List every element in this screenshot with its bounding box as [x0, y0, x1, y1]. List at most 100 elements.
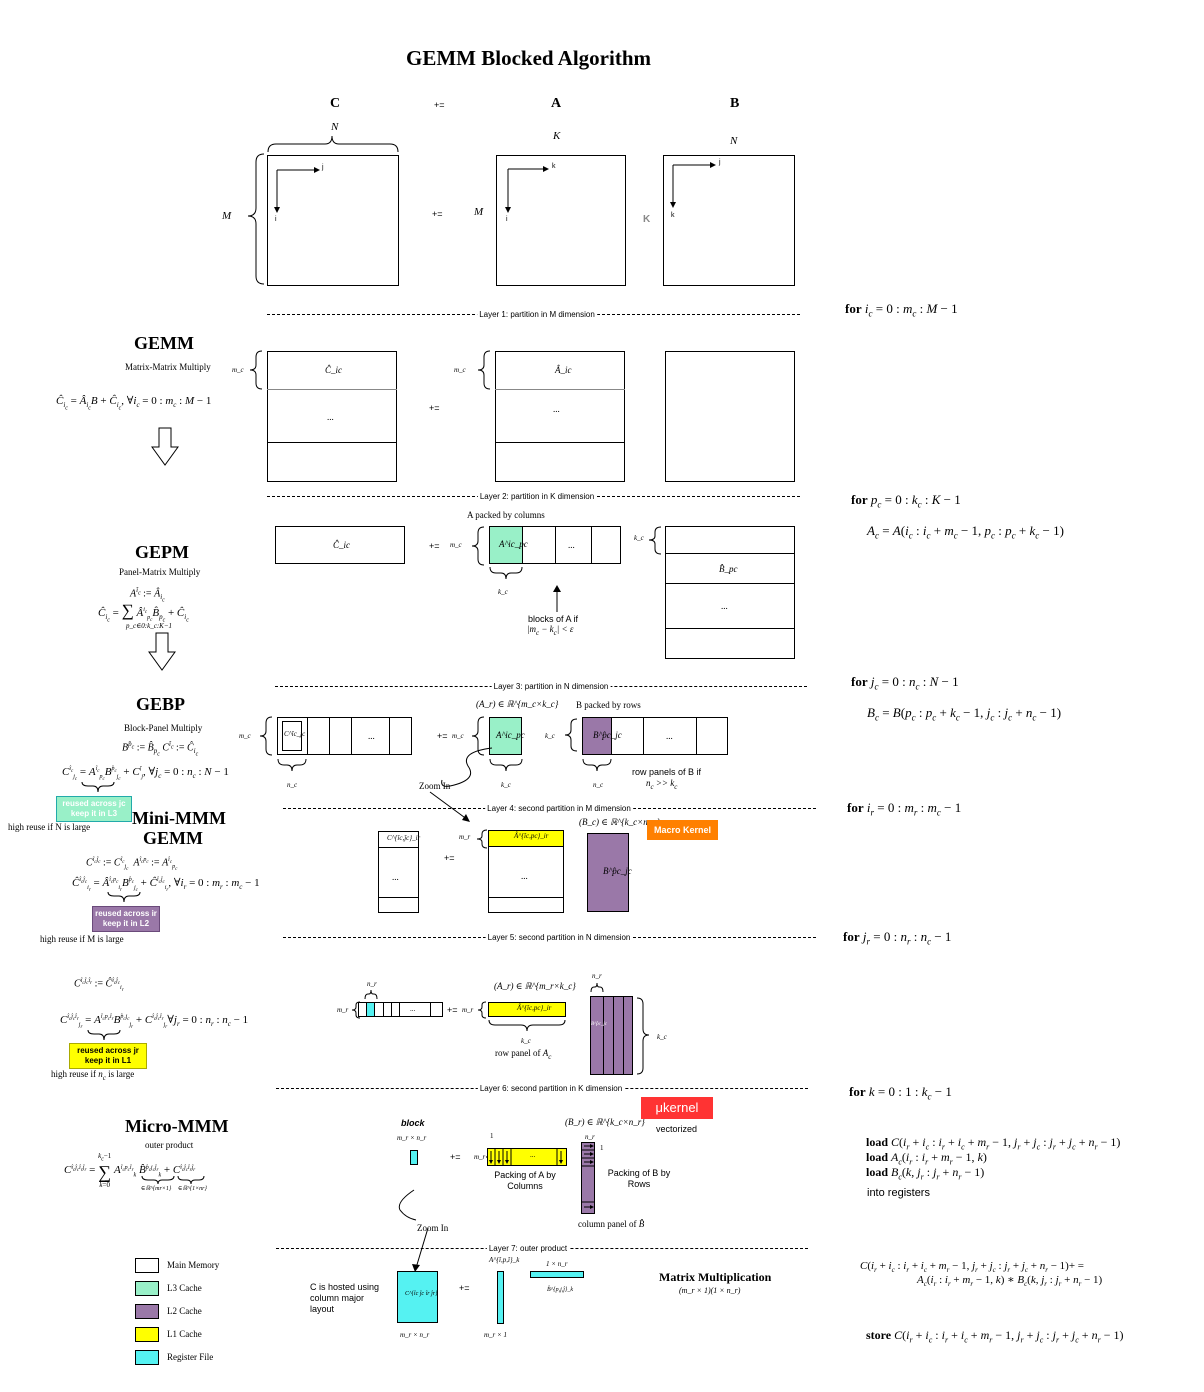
nr2-l5: n_r: [592, 972, 602, 980]
legend-swatch: [135, 1350, 159, 1365]
a-pack-arrows: [489, 1148, 563, 1166]
a-packed-dots: ...: [568, 540, 575, 550]
reuse-l1-note: high reuse if nc is large: [51, 1069, 135, 1082]
axis-arrows-a: [505, 166, 549, 213]
a-packed-div2: [591, 526, 592, 564]
brace-mc-l1-a: [477, 350, 491, 390]
pluseq-l4: +=: [444, 853, 455, 863]
load-c: load C(ir + ic : ir + ic + mr − 1, jr + …: [866, 1135, 1121, 1152]
kc-l3: k_c: [501, 781, 511, 789]
gepm-title: GEPM: [135, 542, 189, 562]
mr-l5: m_r: [337, 1006, 349, 1014]
axis-k-a: k: [552, 163, 556, 170]
c-strip-l5-reg: [366, 1002, 375, 1017]
c-block-l4: [378, 831, 419, 913]
layer7-label: Layer 7: outer product: [486, 1244, 570, 1253]
reuse-l1-badge: reused across jr keep it in L1: [69, 1043, 147, 1069]
layer1-label: Layer 1: partition in M dimension: [477, 310, 597, 319]
brace-kc-l2: [489, 566, 523, 580]
k-label-a: K: [553, 130, 561, 142]
a-packed-label: A packed by columns: [467, 510, 545, 520]
load-a: load Ac(ir : ir + mr − 1, k): [866, 1150, 987, 1167]
b-row-l7: [530, 1271, 584, 1278]
brace-mr-l4: [476, 829, 488, 849]
c-block-l4-row2: [378, 897, 419, 898]
column-panel-b: column panel of B̂: [578, 1219, 645, 1229]
pluseq-l1: +=: [429, 403, 440, 413]
a-strip-l5: [488, 1002, 566, 1017]
loop-bc: Bc = B(pc : pc + kc − 1, jc : jc + nc − …: [867, 705, 1062, 723]
pluseq-l7: +=: [459, 1283, 470, 1293]
mr1-l7: m_r × 1: [484, 1331, 508, 1339]
axis-arrows-c: [274, 167, 320, 213]
kc-b-l2: k_c: [634, 534, 644, 542]
row-panels-note2: nc >> kc: [646, 778, 678, 791]
reuse-l3-badge: reused across jc keep it in L3: [56, 796, 132, 822]
brace-reuse-jc: [81, 781, 115, 793]
loop-k: for k = 0 : 1 : kc − 1: [849, 1084, 952, 1102]
b-block-l4: [587, 833, 629, 912]
minimmm-title2: GEMM: [143, 828, 203, 848]
b-pack-l6: [581, 1142, 595, 1214]
layer2-label: Layer 2: partition in K dimension: [477, 492, 597, 501]
minimmm-title1: Mini-MMM: [132, 808, 226, 828]
reuse-l3-note: high reuse if N is large: [8, 822, 91, 832]
loop-ir: for ir = 0 : mr : mc − 1: [847, 800, 962, 818]
loop-jr: for jr = 0 : nr : nc − 1: [843, 929, 952, 947]
n-label-b: N: [730, 135, 738, 147]
row-panel-ac: row panel of Ac: [495, 1048, 552, 1061]
blocks-note1: blocks of A if: [528, 614, 579, 624]
loop-pc: for pc = 0 : kc : K − 1: [851, 492, 961, 510]
gebp-eq1: Bp̂c := B̂pc Cîc := Ĉic: [122, 740, 199, 758]
c5-d4: [399, 1002, 400, 1017]
c-row-inner: [282, 721, 302, 751]
pluseq-l3: +=: [437, 731, 448, 741]
update-line2: Ac(ir : ir + mr − 1, k) ∗ Bc(k, jr : jr …: [917, 1274, 1103, 1289]
mm-title: Matrix Multiplication: [659, 1270, 772, 1284]
gemm-title: GEMM: [134, 333, 194, 353]
brace-kc-l3: [489, 758, 523, 772]
axis-i-a: i: [506, 216, 508, 223]
c-panel-l1-row1: [267, 389, 397, 390]
brace-nc-l3: [277, 758, 307, 772]
nc2-l3: n_c: [593, 781, 604, 789]
pluseq-top: +=: [432, 209, 443, 219]
l5-eq2: Cîcĵcîrjr = AîcpcîrBp̂cjcjr + Cîcĵcîrjr∀…: [60, 1014, 249, 1031]
b-matrix-l1: [665, 351, 795, 482]
m-label-c: M: [222, 210, 232, 222]
layer5-label: Layer 5: second partition in N dimension: [485, 933, 633, 942]
ar-set-l5: (A_r) ∈ ℝ^{m_r×k_c}: [494, 981, 576, 991]
axis-i-c: i: [275, 216, 277, 223]
gepm-eq2-sub: p_c∈0:k_c:K−1: [126, 622, 173, 630]
brace-mc-l3: [259, 716, 273, 756]
nr-l5: n_r: [367, 980, 377, 988]
bc-set-l4: (B_c) ∈ ℝ^{k_c×n_c}: [579, 817, 660, 827]
layer4-label: Layer 4: second partition in M dimension: [485, 804, 633, 813]
brace-mr-l5: [351, 1001, 361, 1019]
c-row-div4: [389, 717, 390, 755]
micro-under2: ∈ℝ^{1×nr}: [178, 1186, 207, 1192]
micro-under1: ∈ℝ^{mr×1}: [141, 1186, 172, 1192]
c-panel-l1-row2: [267, 442, 397, 443]
kc2-l3: k_c: [545, 732, 555, 740]
nr-l6: n_r: [585, 1133, 595, 1141]
reuse-l2-badge: reused across ir keep it in L2: [92, 906, 160, 932]
a-packed-block-label: A^ic_pc: [499, 539, 528, 549]
b-row-dots: ...: [666, 731, 673, 741]
gebp-eq2: Cîcjc = AîcpcBp̂cjc + Cîj, ∀jc = 0 : nc …: [62, 766, 229, 783]
brace-reuse-ir: [107, 891, 141, 903]
c-row-label: C^îc_jc: [284, 730, 306, 738]
one-b-l6: 1: [600, 1144, 604, 1152]
m-label-a: M: [474, 206, 484, 218]
one-nr-l7: 1 × n_r: [546, 1260, 568, 1268]
mm-sub: (m_r × 1)(1 × n_r): [679, 1286, 741, 1295]
a-sup-l7: A^{î,p,î}_k: [489, 1256, 520, 1264]
block-label: block: [401, 1118, 425, 1128]
kc-l5: k_c: [521, 1037, 531, 1045]
b5-d2: [613, 996, 614, 1075]
mc-l2: m_c: [450, 541, 462, 549]
b-panel-l5: [590, 996, 633, 1075]
b5-d3: [623, 996, 624, 1075]
store-c: store C(ir + ic : ir + ic + mr − 1, jr +…: [866, 1328, 1124, 1345]
gemm-eq: Ĉic = ÂicB + Ĉic, ∀ic = 0 : mc : M − 1: [56, 395, 212, 412]
